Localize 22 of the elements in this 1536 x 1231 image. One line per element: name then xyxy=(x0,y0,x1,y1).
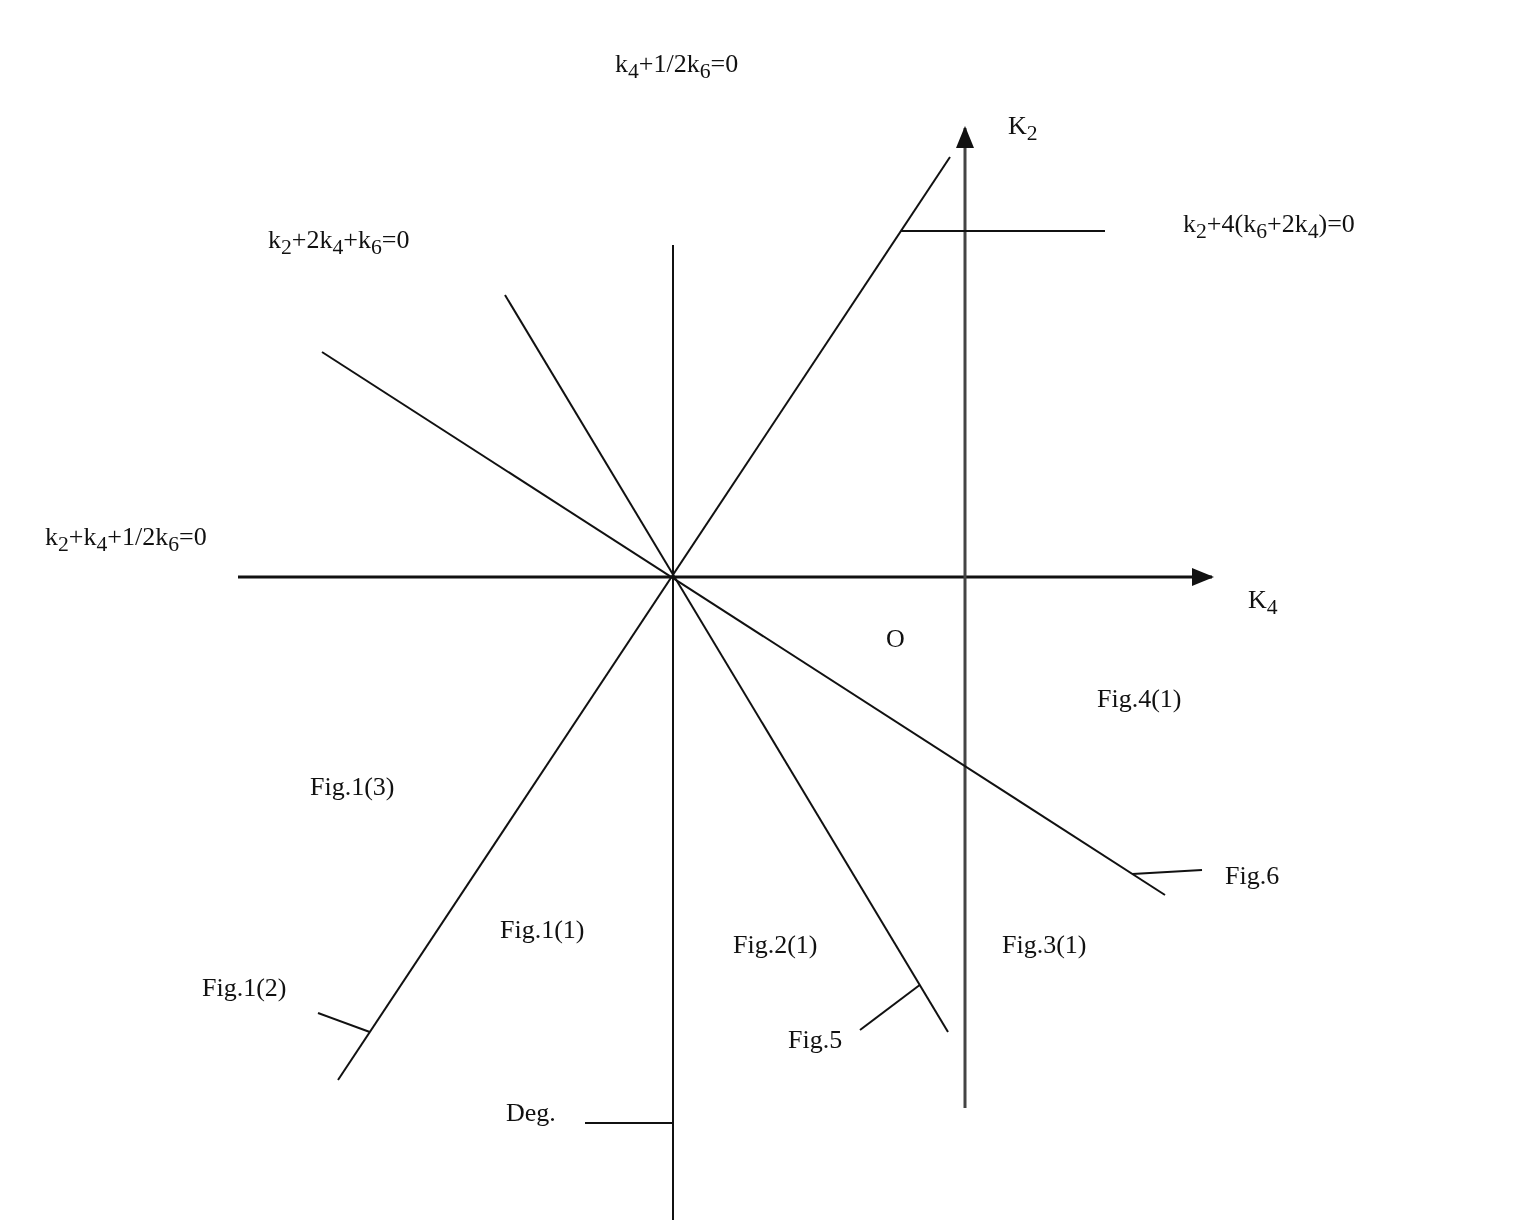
leader-line xyxy=(1131,869,1203,875)
leader-line xyxy=(859,984,921,1031)
equation-label: k$_{2}$+k$_{4}$+1/2k$_{6}$=0 xyxy=(45,523,207,557)
leader-label: Deg. xyxy=(506,1099,556,1128)
leader-label: Fig.1(2) xyxy=(202,974,287,1003)
region-label: Fig.4(1) xyxy=(1097,685,1182,714)
leader-line xyxy=(899,230,1106,232)
boundary-line xyxy=(672,244,674,1221)
origin-label: O xyxy=(886,625,905,654)
region-label: Fig.1(3) xyxy=(310,773,395,802)
leader-line xyxy=(317,1012,371,1033)
leader-line xyxy=(584,1122,674,1124)
region-label: Fig.3(1) xyxy=(1002,931,1087,960)
axis-label: K$_{4}$ xyxy=(1248,586,1278,620)
leader-label: Fig.5 xyxy=(788,1026,843,1055)
region-label: Fig.1(1) xyxy=(500,916,585,945)
equation-label: k$_{2}$+2k$_{4}$+k$_{6}$=0 xyxy=(268,226,410,260)
leader-label: Fig.6 xyxy=(1225,862,1280,891)
equation-label: k$_{4}$+1/2k$_{6}$=0 xyxy=(615,50,739,84)
region-label: Fig.2(1) xyxy=(733,931,818,960)
axis-label: K$_{2}$ xyxy=(1008,112,1038,146)
leader-label: k$_{2}$+4(k$_{6}$+2k$_{4}$)=0 xyxy=(1183,210,1355,244)
